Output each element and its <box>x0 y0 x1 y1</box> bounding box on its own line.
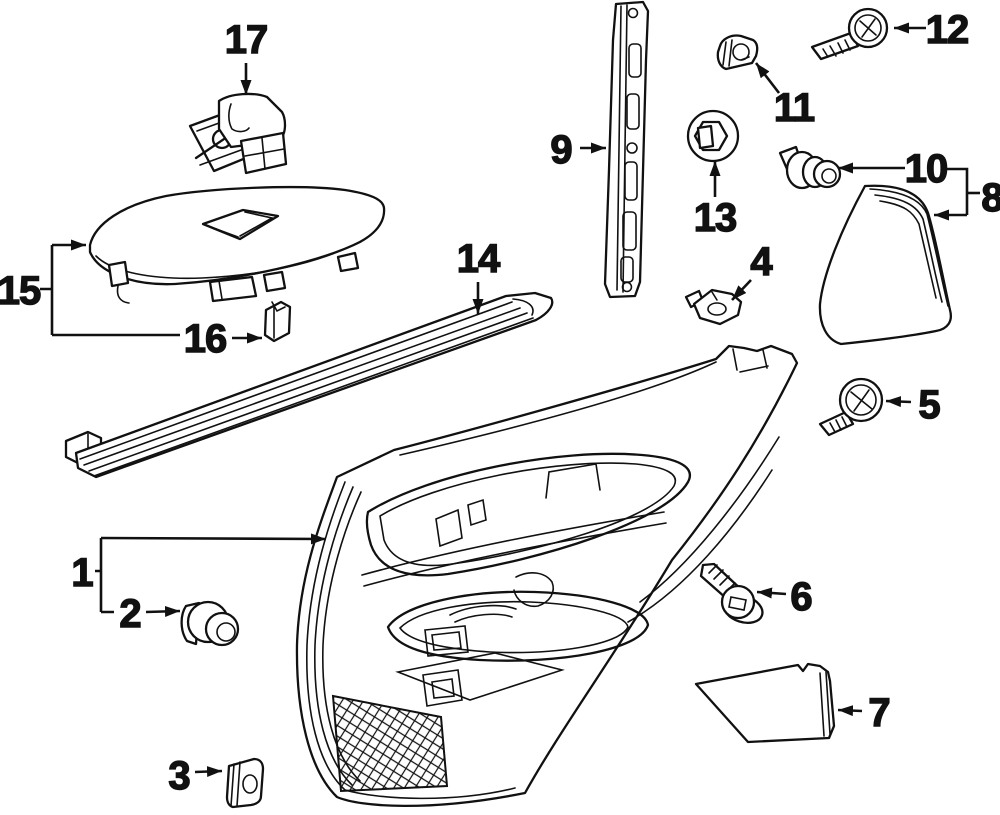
callout-4[interactable]: 4 <box>731 239 775 301</box>
callout-label-8[interactable]: 8 <box>981 175 1000 220</box>
callout-9[interactable]: 9 <box>550 127 606 173</box>
callout-16[interactable]: 16 <box>183 316 262 362</box>
callout-label-13[interactable]: 13 <box>693 195 738 240</box>
callout-2[interactable]: 2 <box>119 591 181 637</box>
callout-label-10[interactable]: 10 <box>904 146 949 191</box>
callout-label-7[interactable]: 7 <box>868 690 892 735</box>
callout-label-16[interactable]: 16 <box>183 316 228 361</box>
callout-label-6[interactable]: 6 <box>790 574 814 619</box>
callout-11[interactable]: 11 <box>754 62 817 131</box>
part-retainer-clip-2 <box>180 600 240 647</box>
part-window-switch <box>188 92 288 175</box>
part-clip-16 <box>263 300 292 343</box>
part-screw-6 <box>699 562 764 624</box>
callout-10[interactable]: 10 <box>838 146 969 215</box>
callout-6[interactable]: 6 <box>756 574 814 620</box>
callout-label-4[interactable]: 4 <box>750 239 775 284</box>
part-push-fastener <box>778 145 842 190</box>
part-clip-11 <box>716 34 759 71</box>
part-clip-3 <box>225 757 265 809</box>
callout-12[interactable]: 12 <box>894 7 970 53</box>
part-switch-bezel-panel <box>88 185 386 304</box>
callout-label-17[interactable]: 17 <box>224 17 269 62</box>
part-screw-5 <box>818 377 884 437</box>
callout-7[interactable]: 7 <box>837 690 892 736</box>
callout-17[interactable]: 17 <box>224 17 269 95</box>
callout-label-9[interactable]: 9 <box>550 127 574 172</box>
part-door-trim-panel <box>295 344 799 808</box>
callout-14[interactable]: 14 <box>456 236 503 314</box>
part-nut-grommet <box>686 109 740 163</box>
callout-label-11[interactable]: 11 <box>773 85 816 130</box>
part-pocket-cover <box>694 662 836 744</box>
part-clip-bracket-4 <box>684 288 743 326</box>
callout-3[interactable]: 3 <box>168 753 223 799</box>
callout-8[interactable]: 8 <box>934 175 1000 221</box>
callout-label-14[interactable]: 14 <box>456 236 503 281</box>
callout-label-2[interactable]: 2 <box>119 591 143 636</box>
part-corner-trim <box>818 184 952 346</box>
part-screw-12 <box>810 7 889 61</box>
part-window-guide-channel <box>603 0 650 299</box>
callout-1[interactable]: 1 <box>71 533 327 614</box>
callout-label-3[interactable]: 3 <box>168 753 192 798</box>
callout-label-5[interactable]: 5 <box>918 382 942 427</box>
callout-label-15[interactable]: 15 <box>0 268 43 313</box>
callout-label-12[interactable]: 12 <box>925 7 970 52</box>
callout-label-1[interactable]: 1 <box>71 550 95 595</box>
part-belt-weatherstrip <box>64 291 554 479</box>
callout-5[interactable]: 5 <box>885 382 942 428</box>
callout-13[interactable]: 13 <box>693 161 738 241</box>
callout-15[interactable]: 15 <box>0 239 180 337</box>
